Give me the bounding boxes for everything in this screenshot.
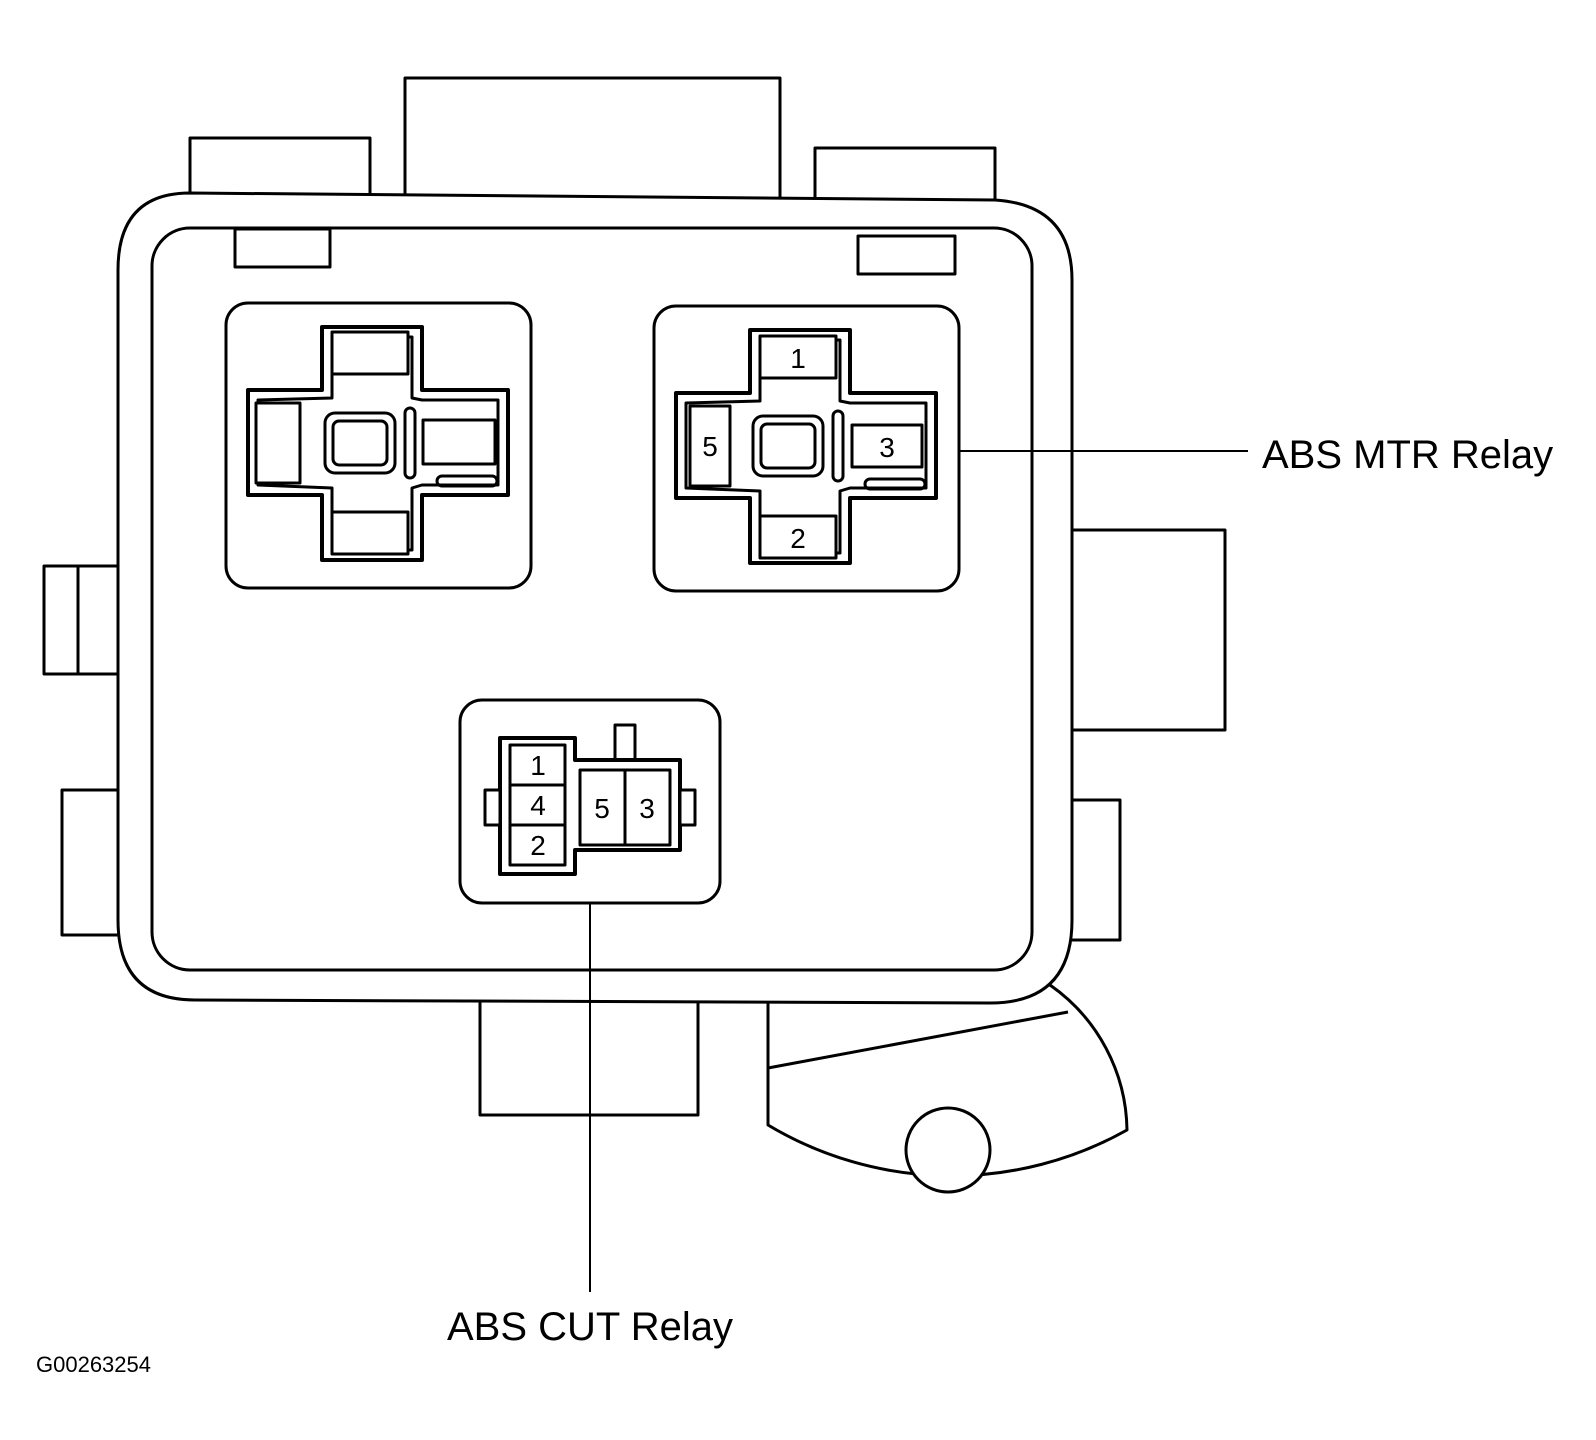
mounting-bracket (766, 983, 1129, 1194)
relay-socket-left (224, 301, 533, 590)
mounting-hole (904, 1106, 992, 1194)
cut-pin-3: 3 (639, 793, 655, 824)
abs-mtr-relay-label: ABS MTR Relay (1262, 433, 1553, 477)
abs-cut-relay-socket: 1 4 2 5 3 (458, 698, 722, 905)
cut-pin-2: 2 (530, 830, 546, 861)
mtr-pin-5: 5 (702, 431, 718, 462)
mtr-pin-2: 2 (790, 523, 806, 554)
cut-pin-1: 1 (530, 750, 546, 781)
housing-inner (150, 226, 1034, 972)
housing-outer (116, 191, 1074, 1005)
mtr-pin-1: 1 (790, 343, 806, 374)
mtr-pin-3: 3 (879, 432, 895, 463)
cut-pin-4: 4 (530, 790, 546, 821)
figure-code: G00263254 (36, 1352, 151, 1377)
abs-mtr-relay-socket: 1 2 5 3 (652, 304, 961, 593)
cut-pin-5: 5 (594, 793, 610, 824)
abs-cut-relay-label: ABS CUT Relay (447, 1305, 733, 1349)
housing-tabs (42, 76, 1227, 1117)
